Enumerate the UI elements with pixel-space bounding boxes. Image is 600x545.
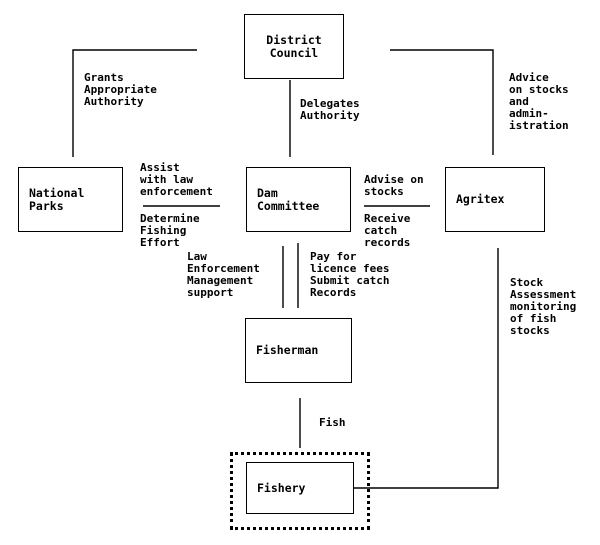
node-district-council: District Council bbox=[244, 14, 344, 79]
node-fisherman: Fisherman bbox=[245, 318, 352, 383]
line-council-parks bbox=[72, 49, 197, 157]
label-determine-fishing-effort: Determine Fishing Effort bbox=[140, 212, 200, 249]
node-agritex: Agritex bbox=[445, 167, 545, 232]
line-council-agritex bbox=[390, 49, 494, 155]
node-dam-committee: Dam Committee bbox=[246, 167, 351, 232]
label-fish: Fish bbox=[319, 416, 346, 429]
line-agritex-fishery bbox=[354, 248, 499, 489]
label-grants-authority: Grants Appropriate Authority bbox=[84, 71, 157, 108]
node-fishery: Fishery bbox=[246, 462, 354, 514]
label-pay-licence-submit-records: Pay for licence fees Submit catch Record… bbox=[310, 250, 390, 299]
fishery-dotted-boundary bbox=[230, 452, 370, 530]
label-assist-law-enforcement: Assist with law enforcement bbox=[140, 161, 213, 198]
label-advise-on-stocks: Advise on stocks bbox=[364, 173, 424, 198]
label-law-enforcement-support: Law Enforcement Management support bbox=[187, 250, 260, 299]
label-delegates-authority: Delegates Authority bbox=[300, 97, 360, 122]
label-receive-catch-records: Receive catch records bbox=[364, 212, 411, 249]
label-advice-stocks-admin: Advice on stocks and admin- istration bbox=[509, 71, 569, 132]
label-stock-assessment: Stock Assessment monitoring of fish stoc… bbox=[510, 276, 577, 337]
node-national-parks: National Parks bbox=[18, 167, 123, 232]
